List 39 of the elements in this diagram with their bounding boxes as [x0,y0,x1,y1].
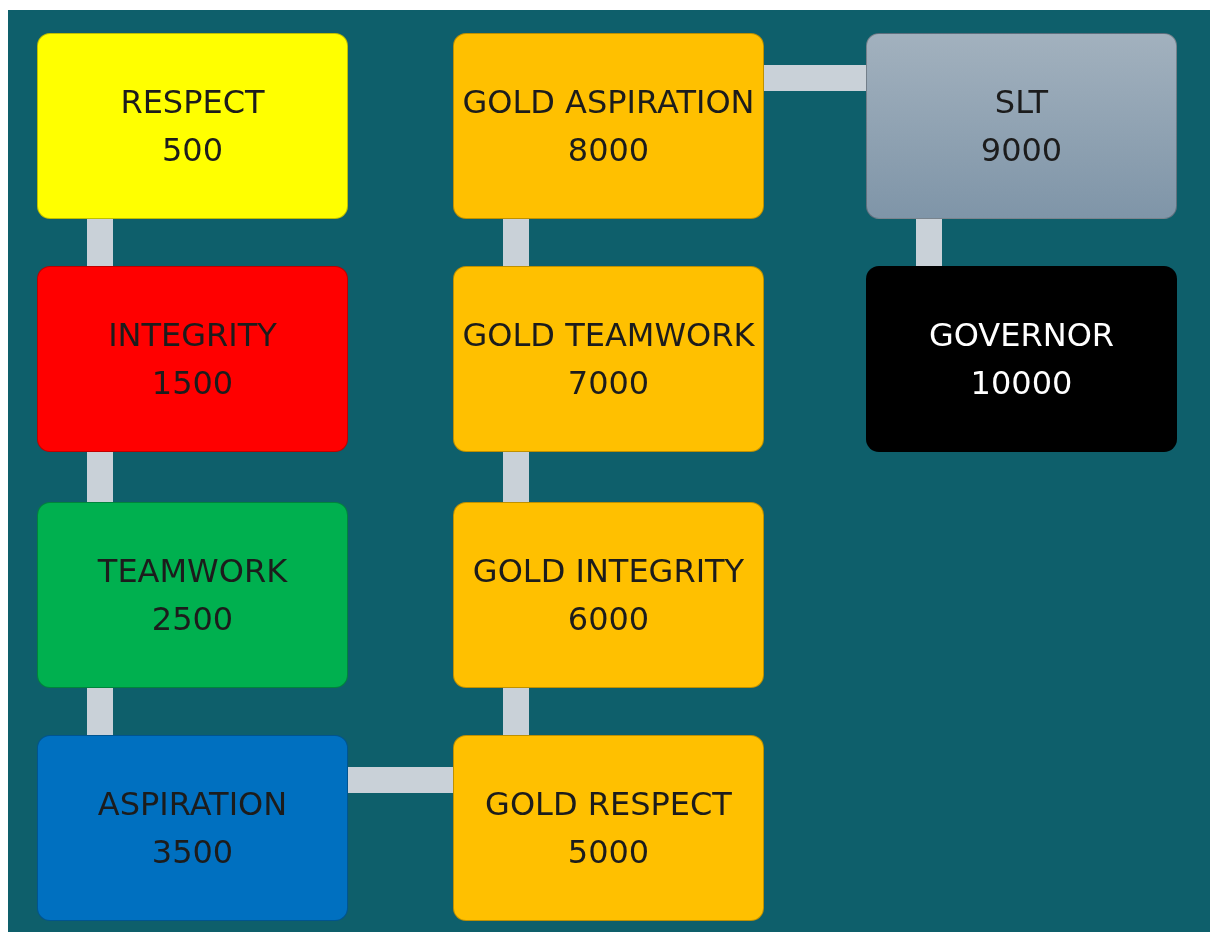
rank-box [37,33,348,219]
connector-bar [87,219,113,266]
rank-name: GOVERNOR [928,315,1115,356]
rank-name: GOLD RESPECT [485,784,732,825]
points-value: 5000 [567,832,650,873]
rank-name: GOLD TEAMWORK [462,315,755,356]
rank-box [866,266,1177,452]
points-value: 9000 [980,130,1063,171]
points-value: 10000 [970,363,1073,404]
points-value: 3500 [151,832,234,873]
rank-box [866,33,1177,219]
rank-name: RESPECT [120,82,265,123]
points-value: 2500 [151,599,234,640]
connector-bar [503,452,529,502]
rank-box [453,266,764,452]
connector-bar [764,65,866,91]
connector-bar [503,219,529,266]
connector-bar [87,452,113,502]
rank-box [453,33,764,219]
connector-bar [348,767,453,793]
rank-name: INTEGRITY [108,315,277,356]
connector-bar [916,219,942,266]
points-value: 500 [161,130,224,171]
rank-box [37,735,348,921]
rank-name: GOLD INTEGRITY [472,551,745,592]
rank-box [453,502,764,688]
rank-box [453,735,764,921]
rank-name: ASPIRATION [97,784,288,825]
connector-bar [503,688,529,735]
points-value: 7000 [567,363,650,404]
points-value: 6000 [567,599,650,640]
rank-name: TEAMWORK [97,551,288,592]
points-value: 8000 [567,130,650,171]
rank-box [37,266,348,452]
rank-name: GOLD ASPIRATION [462,82,755,123]
rank-name: SLT [994,82,1049,123]
points-value: 1500 [151,363,234,404]
connector-bar [87,688,113,735]
rank-box [37,502,348,688]
